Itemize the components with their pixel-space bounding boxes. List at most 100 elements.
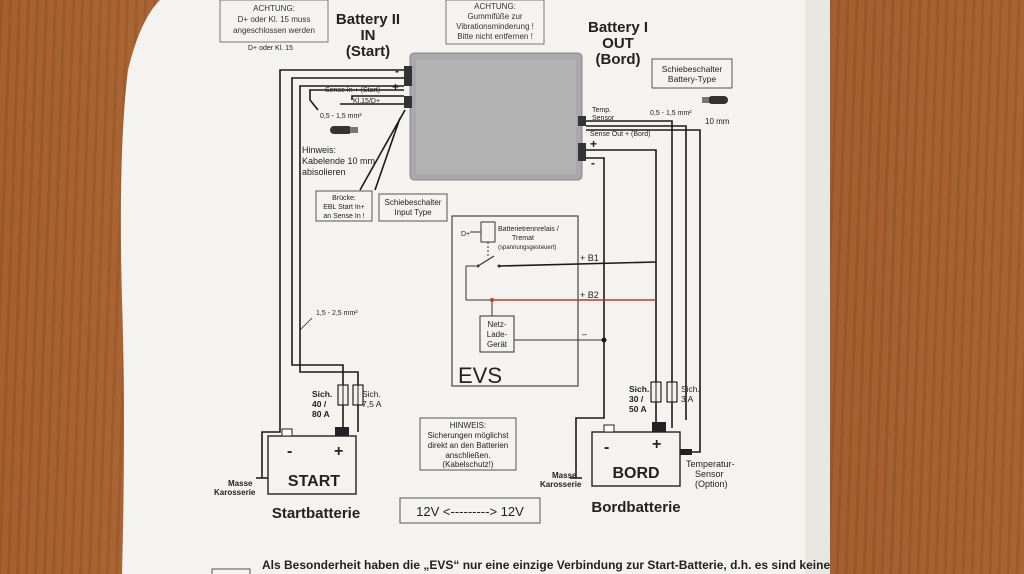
svg-text:-: -: [591, 156, 595, 170]
svg-text:Sense In + (Start): Sense In + (Start): [325, 87, 380, 94]
svg-text:Sich.: Sich.: [681, 384, 700, 394]
svg-text:0,5 - 1,5 mm²: 0,5 - 1,5 mm²: [650, 110, 692, 117]
svg-text:START: START: [288, 473, 340, 490]
svg-text:Lade-: Lade-: [487, 330, 508, 339]
startbatterie-label: Startbatterie: [272, 505, 360, 522]
bord-battery: - + BORD: [591, 422, 692, 487]
evs-box: EVS D+ Batterietrennrelais / Tremat (spa…: [451, 215, 604, 388]
svg-text:Brücke:: Brücke:: [332, 195, 356, 202]
bordbatterie-label: Bordbatterie: [591, 499, 680, 516]
cable-end-right-icon: [702, 96, 728, 104]
svg-text:D+: D+: [461, 231, 470, 238]
battery-i-out: OUT: [602, 35, 634, 52]
schiebeschalter-input-type-box: Schiebeschalter Input Type: [378, 193, 448, 222]
svg-text:Gerät: Gerät: [487, 340, 508, 349]
svg-text:7,5 A: 7,5 A: [362, 399, 382, 409]
svg-text:Tremat: Tremat: [512, 235, 534, 242]
svg-text:ACHTUNG:: ACHTUNG:: [253, 4, 295, 13]
battery-ii-title: Battery II: [336, 11, 400, 28]
battery-i-bord: (Bord): [596, 51, 641, 68]
ground-right: [570, 470, 582, 479]
left-wires: [261, 69, 406, 470]
battery-ii-start: (Start): [346, 43, 390, 60]
svg-text:30 /: 30 /: [629, 394, 644, 404]
svg-text:10 mm: 10 mm: [705, 117, 730, 126]
svg-text:Gummifüße zur: Gummifüße zur: [467, 12, 522, 21]
svg-text:Masse: Masse: [552, 471, 577, 480]
svg-text:angeschlossen werden: angeschlossen werden: [233, 26, 315, 35]
svg-text:+: +: [590, 137, 597, 151]
bottom-note: Als Besonderheit haben die „EVS“ nur ein…: [262, 558, 831, 572]
svg-text:Sensor: Sensor: [695, 469, 724, 479]
fuse-start-small: [352, 384, 364, 406]
svg-text:(Option): (Option): [695, 479, 728, 489]
fuse-bord-big: [650, 381, 662, 403]
svg-text:Kl.15/D+: Kl.15/D+: [353, 98, 380, 105]
svg-text:Sicherungen möglichst: Sicherungen möglichst: [428, 431, 510, 440]
right-wires: [575, 120, 701, 470]
svg-text:Bitte nicht entfernen !: Bitte nicht entfernen !: [457, 32, 533, 41]
svg-text:Temp.: Temp.: [592, 107, 611, 114]
svg-text:0,5 - 1,5 mm²: 0,5 - 1,5 mm²: [320, 113, 362, 120]
svg-text:Schiebeschalter: Schiebeschalter: [662, 64, 723, 74]
cable-end-left-icon: [330, 126, 358, 134]
svg-text:D+ oder Kl. 15 muss: D+ oder Kl. 15 muss: [238, 15, 311, 24]
schiebeschalter-battery-type-box: Schiebeschalter Battery-Type: [651, 58, 733, 89]
svg-text:Sense Out + (Bord): Sense Out + (Bord): [590, 131, 651, 138]
svg-text:Netz-: Netz-: [487, 320, 506, 329]
svg-text:+ B1: + B1: [580, 253, 599, 263]
voltage-box: 12V <---------> 12V: [399, 497, 541, 524]
b1-wire: [498, 261, 657, 267]
ground-left: [256, 470, 268, 479]
svg-text:-: -: [604, 439, 609, 456]
svg-text:Sich.: Sich.: [362, 389, 381, 399]
svg-text:+: +: [334, 443, 343, 460]
achtung-box-left: ACHTUNG: D+ oder Kl. 15 muss angeschloss…: [219, 0, 329, 43]
svg-text:12V <---------> 12V: 12V <---------> 12V: [416, 504, 524, 519]
svg-text:Sensor: Sensor: [592, 115, 615, 122]
svg-text:anschließen.: anschließen.: [445, 451, 490, 460]
svg-text:Karosserie: Karosserie: [214, 488, 256, 497]
svg-text:ACHTUNG:: ACHTUNG:: [474, 2, 516, 11]
svg-text:1,5 - 2,5 mm²: 1,5 - 2,5 mm²: [316, 310, 358, 317]
bruecke-box: Brücke: EBL Start In+ an Sense In !: [315, 190, 373, 222]
svg-text:abisolieren: abisolieren: [302, 167, 346, 177]
svg-text:Sich.: Sich.: [312, 389, 332, 399]
svg-text:Schiebeschalter: Schiebeschalter: [385, 198, 442, 207]
svg-text:Battery-Type: Battery-Type: [668, 74, 716, 84]
svg-text:D+ oder Kl. 15: D+ oder Kl. 15: [248, 45, 293, 52]
svg-text:+ B2: + B2: [580, 290, 599, 300]
svg-text:80 A: 80 A: [312, 409, 330, 419]
input-connector: [404, 66, 412, 86]
svg-text:-: -: [395, 64, 399, 78]
svg-text:+: +: [652, 436, 661, 453]
svg-text:EVS: EVS: [458, 363, 502, 388]
svg-text:3 A: 3 A: [681, 394, 694, 404]
svg-text:Temperatur-: Temperatur-: [686, 459, 735, 469]
svg-text:direkt an den Batterien: direkt an den Batterien: [428, 441, 509, 450]
svg-text:Sich.: Sich.: [629, 384, 649, 394]
achtung-box-right: ACHTUNG: Gummifüße zur Vibrationsminderu…: [445, 0, 545, 45]
svg-text:Kabelende 10 mm: Kabelende 10 mm: [302, 156, 375, 166]
svg-text:Batterietrennrelais /: Batterietrennrelais /: [498, 226, 559, 233]
battery-ii-in: IN: [361, 27, 376, 44]
start-battery: - + START: [267, 427, 357, 495]
fuse-bord-small: [666, 381, 678, 403]
svg-text:Karosserie: Karosserie: [540, 480, 582, 489]
svg-text:40 /: 40 /: [312, 399, 327, 409]
bottom-checkbox: [211, 568, 251, 574]
svg-text:Input Type: Input Type: [394, 208, 432, 217]
output-connector: [578, 143, 586, 161]
svg-text:Vibrationsminderung !: Vibrationsminderung !: [456, 22, 534, 31]
svg-text:-: -: [287, 443, 292, 460]
svg-text:(Kabelschutz!): (Kabelschutz!): [442, 460, 493, 469]
svg-text:Hinweis:: Hinweis:: [302, 145, 336, 155]
fuse-start-big: [337, 384, 349, 406]
svg-text:Masse: Masse: [228, 479, 253, 488]
svg-text:EBL Start In+: EBL Start In+: [323, 204, 365, 211]
svg-text:an Sense In !: an Sense In !: [323, 213, 364, 220]
hinweis-fuse-box: HINWEIS: Sicherungen möglichst direkt an…: [419, 417, 517, 471]
svg-text:50 A: 50 A: [629, 404, 647, 414]
svg-text:(spannungsgesteuert): (spannungsgesteuert): [498, 245, 556, 251]
